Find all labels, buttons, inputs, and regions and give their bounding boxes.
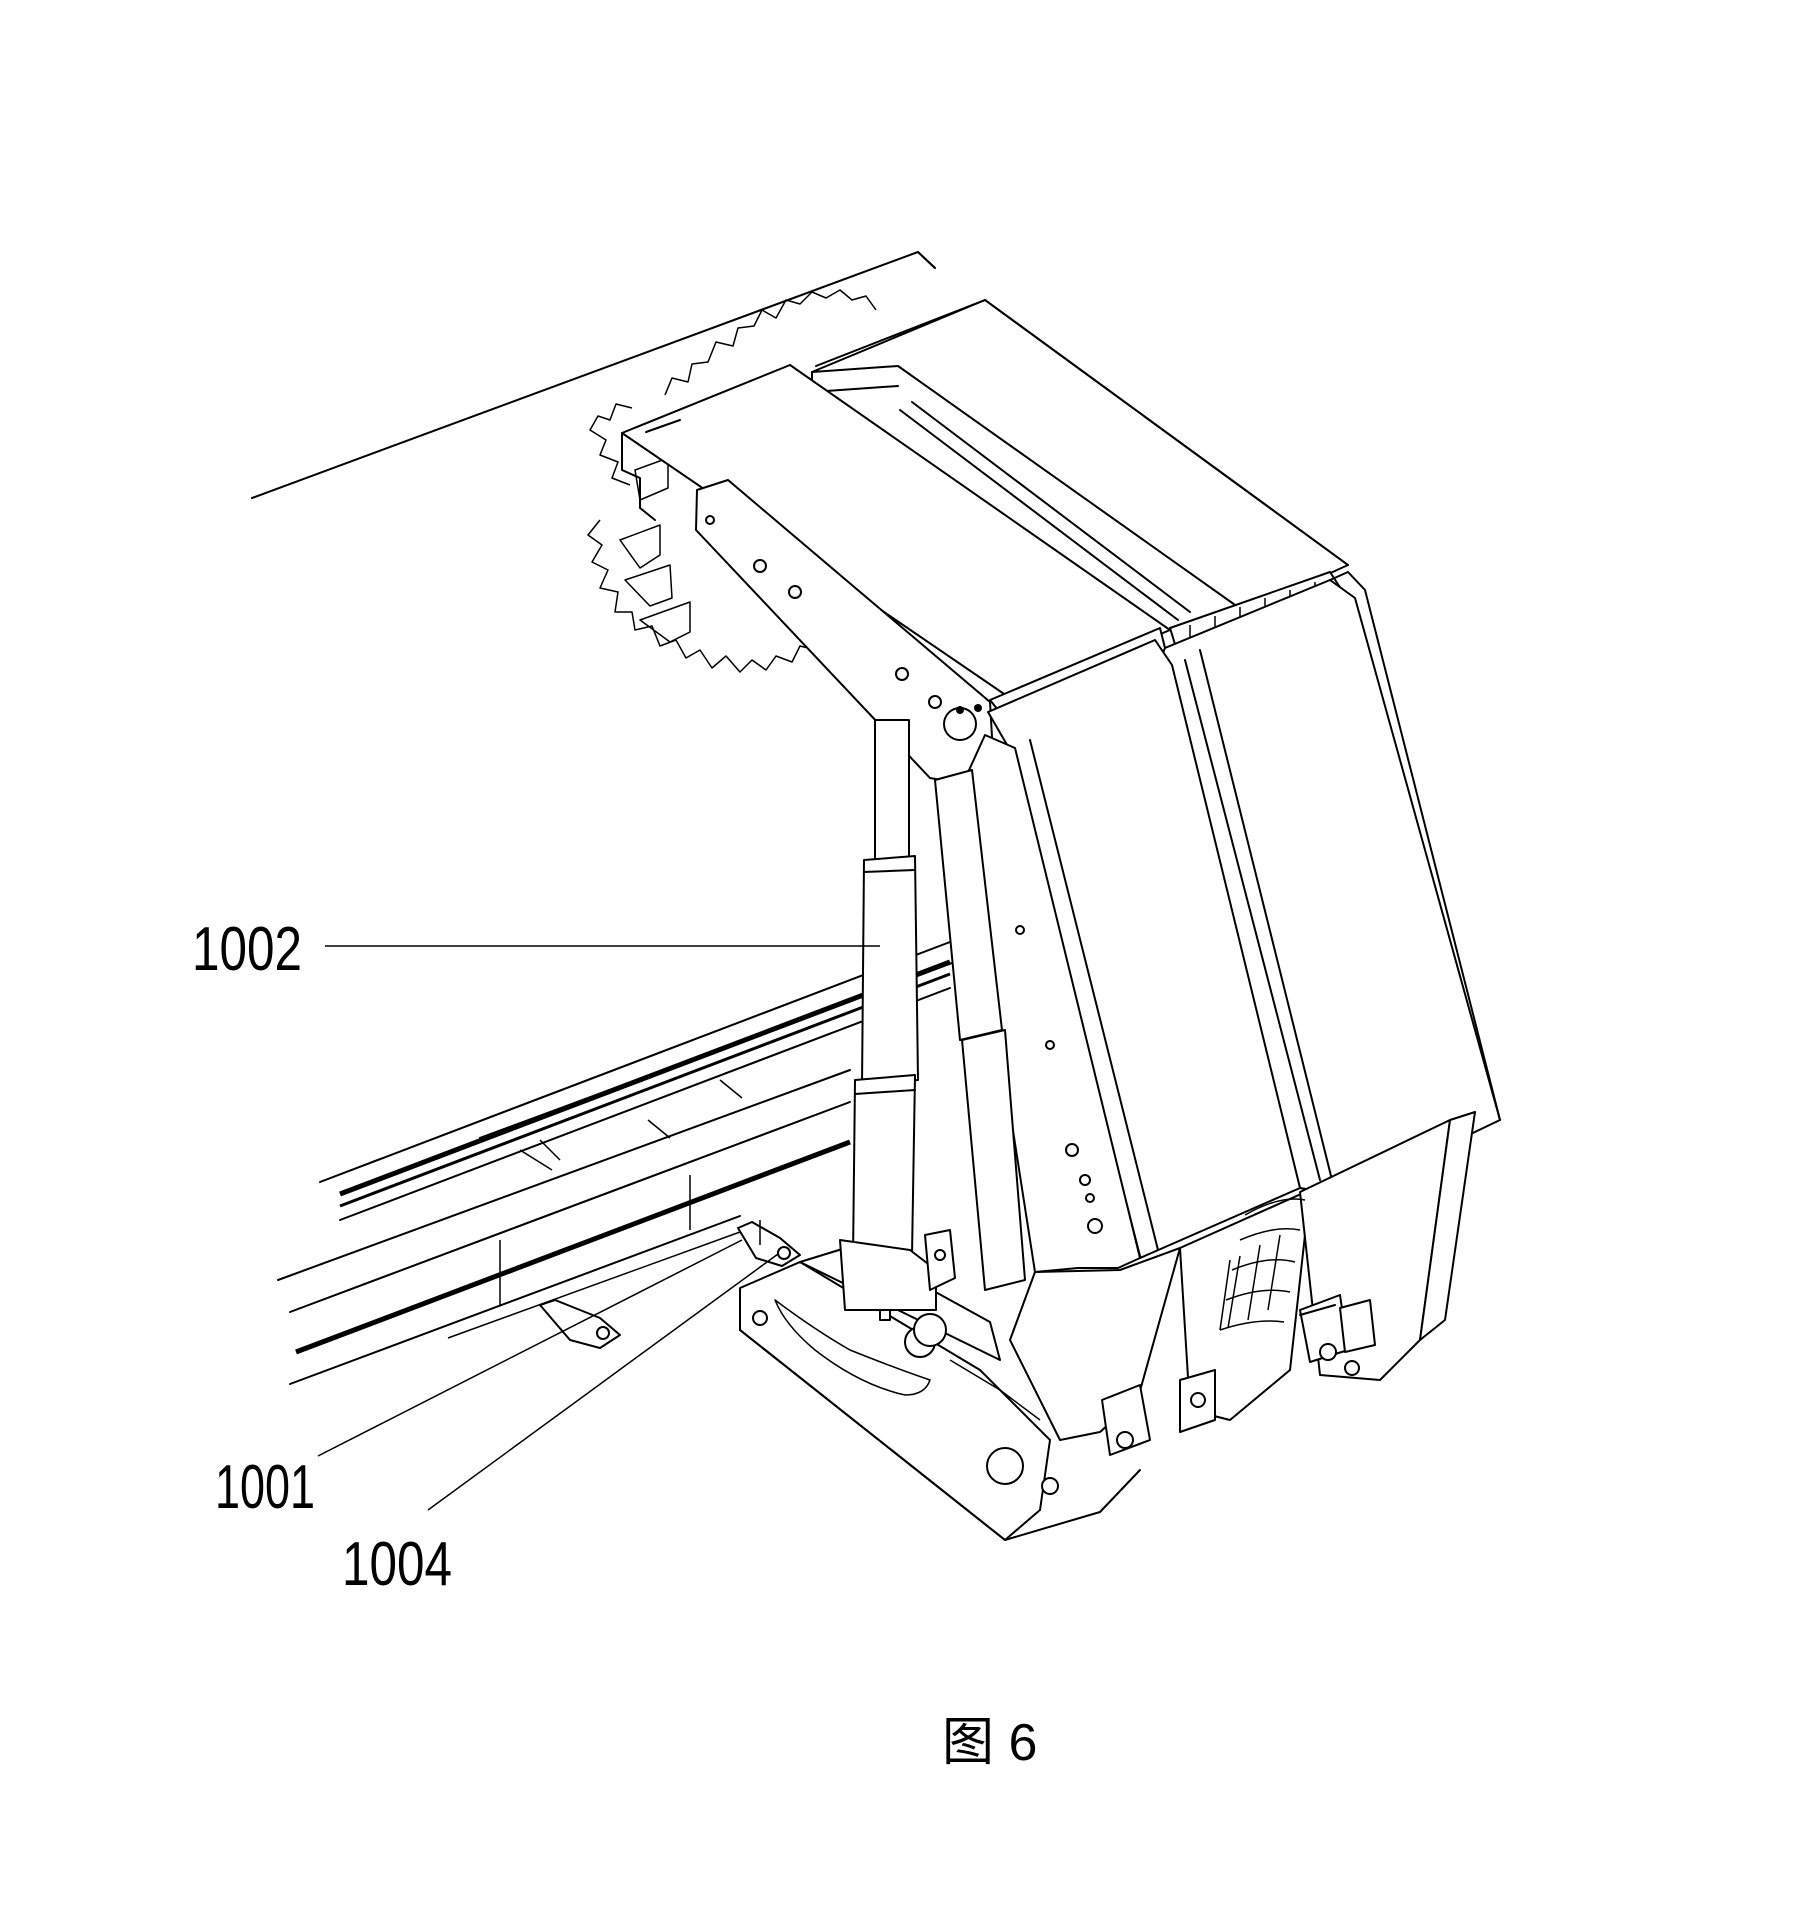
label-1002: 1002 — [192, 915, 302, 984]
hydraulic-prop — [852, 719, 919, 1321]
conveyor-rails — [277, 941, 961, 1385]
canopy-side-plate — [695, 479, 995, 787]
roof-panel-rear — [811, 299, 1349, 613]
upper-beam — [251, 251, 936, 499]
cutting-drum — [587, 289, 877, 673]
figure-caption: 图 6 — [942, 1714, 1037, 1772]
base-hinge-brackets — [1101, 1294, 1376, 1456]
label-1001: 1001 — [215, 1453, 315, 1522]
leader-lines — [317, 945, 880, 1511]
label-1004: 1004 — [342, 1530, 452, 1599]
hydraulic-prop-rear — [934, 769, 1026, 1291]
prop-base — [839, 1229, 956, 1347]
rail-brackets — [539, 1220, 801, 1349]
